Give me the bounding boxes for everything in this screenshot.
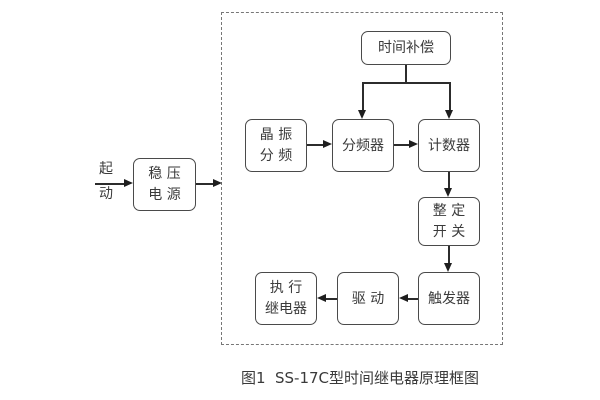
arrowhead-left-icon bbox=[317, 294, 326, 302]
block-output-relay: 执 行 继电器 bbox=[255, 272, 317, 325]
block-crystal-oscillator: 晶 振 分 频 bbox=[245, 119, 307, 172]
block-drive-label: 驱 动 bbox=[351, 290, 385, 307]
arrowhead-down-icon bbox=[444, 263, 452, 272]
block-setting-switch-line2: 开 关 bbox=[432, 224, 466, 240]
start-label-line1: 起 bbox=[99, 161, 113, 177]
block-frequency-divider: 分频器 bbox=[332, 119, 394, 172]
connector-line bbox=[326, 298, 337, 300]
block-power-supply-line1: 稳 压 bbox=[148, 166, 181, 182]
arrowhead-down-icon bbox=[358, 110, 366, 119]
connector-line bbox=[196, 183, 214, 185]
connector-line bbox=[362, 82, 451, 84]
connector-line bbox=[405, 65, 407, 83]
connector-line bbox=[448, 246, 450, 264]
dashed-boundary bbox=[221, 12, 503, 345]
figure-caption: 图1 SS-17C型时间继电器原理框图 bbox=[240, 369, 480, 387]
arrowhead-right-icon bbox=[409, 140, 418, 148]
block-time-compensation: 时间补偿 bbox=[361, 31, 451, 65]
block-setting-switch-line1: 整 定 bbox=[432, 203, 466, 219]
connector-line bbox=[394, 144, 410, 146]
connector-line bbox=[407, 298, 418, 300]
block-counter-label: 计数器 bbox=[428, 137, 470, 154]
arrowhead-right-icon bbox=[213, 179, 222, 187]
block-frequency-divider-label: 分频器 bbox=[342, 137, 384, 154]
start-label-line2: 动 bbox=[99, 186, 113, 202]
block-trigger: 触发器 bbox=[418, 272, 480, 325]
arrowhead-left-icon bbox=[399, 294, 408, 302]
connector-line bbox=[449, 82, 451, 111]
block-crystal-oscillator-line2: 分 频 bbox=[259, 148, 293, 164]
block-output-relay-line1: 执 行 bbox=[269, 280, 303, 296]
start-label: 起 动 bbox=[95, 162, 117, 201]
connector-line bbox=[448, 172, 450, 189]
arrowhead-right-icon bbox=[323, 140, 332, 148]
block-drive: 驱 动 bbox=[337, 272, 399, 325]
arrowhead-down-icon bbox=[445, 110, 453, 119]
arrowhead-down-icon bbox=[444, 188, 452, 197]
block-trigger-label: 触发器 bbox=[428, 290, 470, 307]
block-crystal-oscillator-line1: 晶 振 bbox=[259, 127, 293, 143]
block-time-compensation-label: 时间补偿 bbox=[378, 40, 434, 56]
connector-line bbox=[362, 82, 364, 111]
block-setting-switch: 整 定 开 关 bbox=[418, 197, 480, 246]
block-power-supply: 稳 压 电 源 bbox=[133, 158, 196, 211]
connector-line bbox=[95, 183, 125, 185]
block-counter: 计数器 bbox=[418, 119, 480, 172]
block-power-supply-line2: 电 源 bbox=[148, 187, 181, 203]
arrowhead-right-icon bbox=[124, 179, 133, 187]
connector-line bbox=[307, 144, 324, 146]
block-output-relay-line2: 继电器 bbox=[265, 301, 307, 317]
